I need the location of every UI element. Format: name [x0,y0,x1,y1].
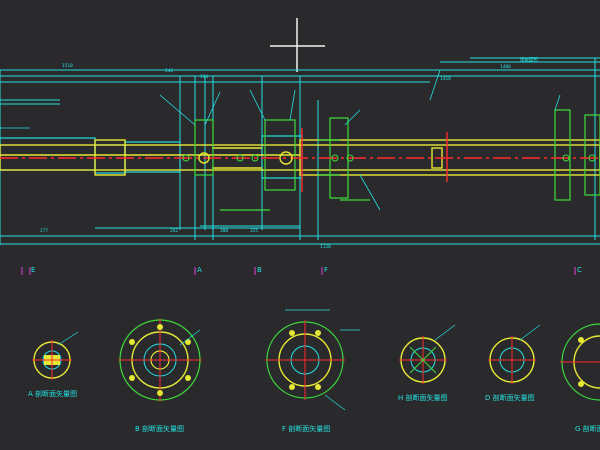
section-view-g-label: G 剖断面矢量图 [575,424,600,433]
section-marker-a: A [197,266,202,274]
section-view-f-label: F 剖断面矢量图 [282,424,330,433]
svg-text:262: 262 [170,228,178,234]
svg-text:接触面积: 接触面积 [520,56,538,63]
section-view-a: A 剖断面矢量图 [28,331,79,398]
svg-text:300: 300 [220,228,228,234]
section-marker-f: F [324,266,328,274]
section-view-b-label: B 剖断面矢量图 [135,424,184,433]
section-marker-b: B [257,266,262,274]
section-view-d: D 剖断面矢量图 [485,324,541,402]
svg-text:1130: 1130 [320,244,331,250]
section-view-h-label: H 剖断面矢量图 [398,393,448,402]
section-view-d-label: D 剖断面矢量图 [485,393,535,402]
svg-text:194: 194 [200,74,208,80]
section-view-g: G 剖断面矢量图 [560,323,600,433]
section-markers [21,267,576,275]
svg-text:1510: 1510 [62,63,73,69]
section-marker-e: E [31,266,35,274]
section-view-a-label: A 剖断面矢量图 [28,389,77,398]
section-view-h: H 剖断面矢量图 [398,324,456,402]
svg-text:1480: 1480 [500,64,511,70]
crosshair-cursor-icon [270,18,325,72]
svg-text:325: 325 [250,228,258,234]
svg-text:277: 277 [40,228,48,234]
svg-text:1418: 1418 [440,76,451,82]
shaft-main-view: 1510 接触面积 1480 1418 246 194 277 262 300 … [0,56,600,250]
section-view-f: F 剖断面矢量图 [265,309,360,433]
section-view-b: B 剖断面矢量图 [118,318,202,433]
svg-text:246: 246 [165,68,173,74]
section-marker-c: C [577,266,582,274]
